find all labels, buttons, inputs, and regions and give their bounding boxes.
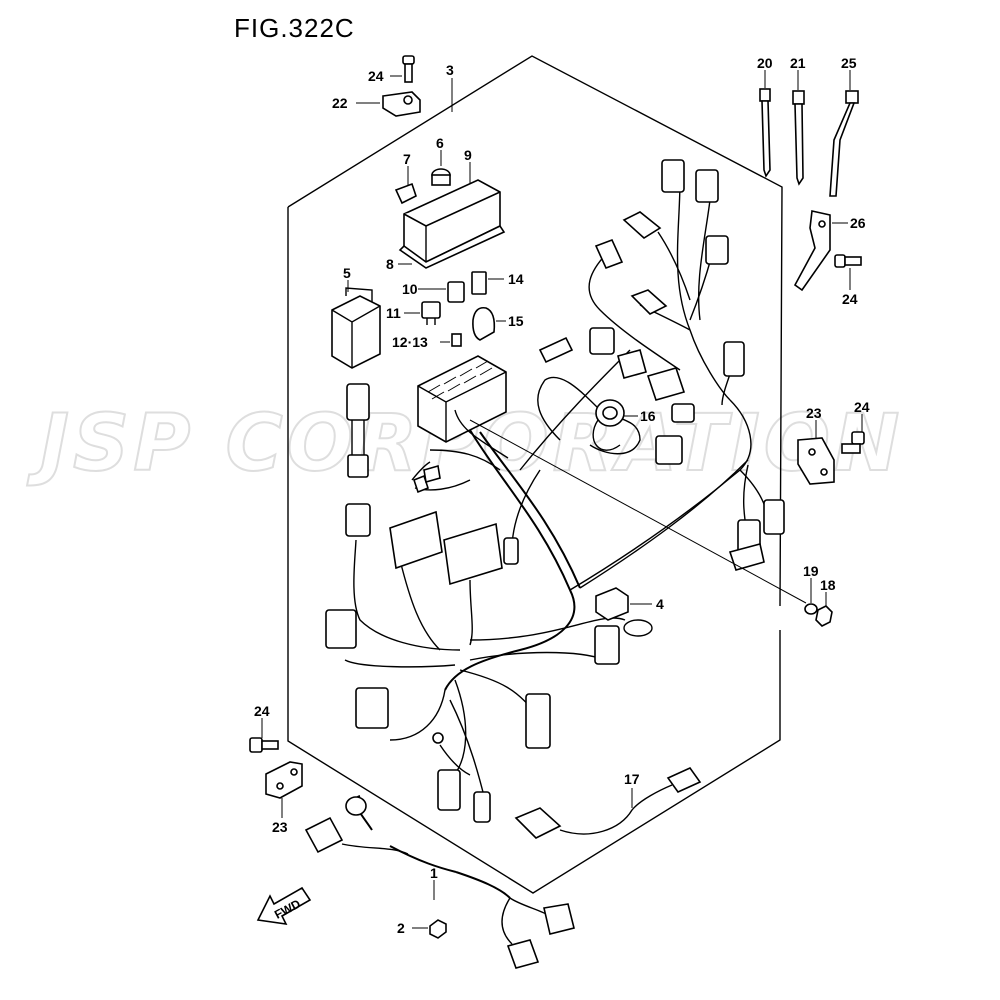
sub-harness-17 <box>514 766 702 839</box>
callout-18: 18 <box>820 577 836 593</box>
sub-harness-1 <box>304 795 575 969</box>
screw-24-right <box>834 254 862 290</box>
callout-23-left: 23 <box>272 819 288 835</box>
clip-7 <box>394 166 417 205</box>
callout-14: 14 <box>508 271 524 287</box>
connector-cluster-bottom <box>355 687 551 823</box>
callout-5: 5 <box>343 265 351 281</box>
sensor-16 <box>592 399 638 451</box>
callout-8: 8 <box>386 256 394 272</box>
leader-fuse-to-washer <box>469 419 807 604</box>
washer-19 <box>804 578 818 615</box>
callout-19: 19 <box>803 563 819 579</box>
connector-4-mate <box>594 625 620 665</box>
assembly-frame <box>287 55 783 894</box>
fwd-arrow-icon: FWD <box>256 886 312 926</box>
callout-12-13: 12·13 <box>392 334 428 350</box>
screw-24-top <box>390 55 415 83</box>
cable-tie-20 <box>759 70 771 178</box>
fuse-14 <box>471 271 504 295</box>
gasket-8 <box>398 224 506 269</box>
grommet-6 <box>431 150 451 186</box>
bracket-22 <box>356 91 421 117</box>
figure-title: FIG.322C <box>234 13 355 43</box>
callout-2: 2 <box>397 920 405 936</box>
callout-15: 15 <box>508 313 524 329</box>
callout-9: 9 <box>464 147 472 163</box>
callout-24-right: 24 <box>842 291 858 307</box>
callout-25: 25 <box>841 55 857 71</box>
bracket-26 <box>793 210 848 292</box>
callout-6: 6 <box>436 135 444 151</box>
callout-17: 17 <box>624 771 640 787</box>
connector-cluster-top <box>538 159 745 423</box>
fuse-block <box>417 355 507 443</box>
fuse-cap-15 <box>472 306 506 341</box>
callout-10: 10 <box>402 281 418 297</box>
callout-7: 7 <box>403 151 411 167</box>
callout-24-left: 24 <box>254 703 270 719</box>
callout-24-right-mid: 24 <box>854 399 870 415</box>
cable-tie-21 <box>792 70 805 186</box>
callout-21: 21 <box>790 55 806 71</box>
fuse-10 <box>418 281 465 303</box>
fuse-11 <box>404 301 441 325</box>
cable-tie-25 <box>829 70 859 197</box>
callout-26: 26 <box>850 215 866 231</box>
nut-18 <box>815 592 833 627</box>
callout-4: 4 <box>656 596 664 612</box>
relay-connector-left <box>346 383 370 478</box>
nut-2 <box>412 919 447 939</box>
relay-5 <box>331 280 381 369</box>
callout-11: 11 <box>386 305 401 321</box>
fuse-12-13 <box>440 333 462 347</box>
callout-1: 1 <box>430 865 438 881</box>
callout-23-right: 23 <box>806 405 822 421</box>
callout-3: 3 <box>446 62 454 78</box>
callout-16: 16 <box>640 408 656 424</box>
callout-22: 22 <box>332 95 348 111</box>
fuse-box-cover-9 <box>403 162 501 263</box>
screw-24-left <box>249 718 279 753</box>
connector-cluster-left <box>325 464 519 649</box>
callout-labels: 24 3 22 20 21 25 6 7 9 26 8 5 24 10 14 1… <box>254 55 870 936</box>
bracket-23-right <box>797 420 835 485</box>
callout-24: 24 <box>368 68 384 84</box>
connector-cluster-right <box>655 435 785 571</box>
callout-20: 20 <box>757 55 773 71</box>
bracket-23-left <box>265 761 303 818</box>
screw-24-right-mid <box>841 414 865 454</box>
connector-4 <box>595 587 653 637</box>
